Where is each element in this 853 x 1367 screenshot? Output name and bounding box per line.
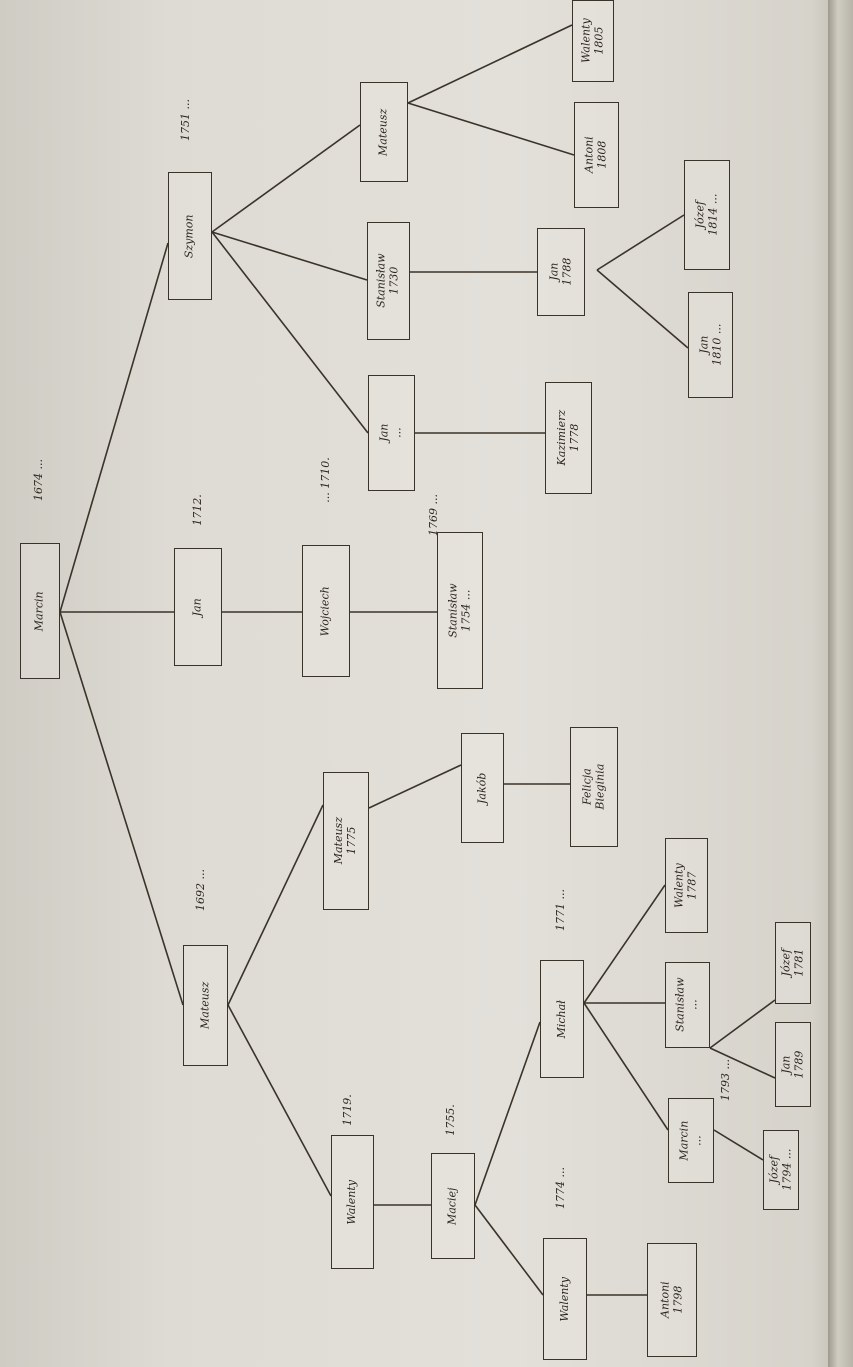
person-mateusz: Mateusz [183, 945, 228, 1066]
person-label: Walenty [557, 1276, 571, 1322]
person-wojciech: Wojciech [302, 545, 350, 677]
person-maciej: Maciej [431, 1153, 475, 1259]
person-jozef-1781: Józef 1781 [775, 922, 811, 1004]
person-label: Kazimierz 1778 [554, 410, 581, 466]
person-label: Maciej [445, 1187, 459, 1225]
person-label: Wojciech [318, 585, 332, 637]
person-label: Stanisław 1754 ... [446, 583, 472, 638]
connector [211, 231, 369, 434]
person-walenty-b: Walenty [543, 1238, 587, 1360]
person-stanislaw-1754: Stanisław 1754 ... [437, 532, 483, 689]
page-edge [828, 0, 853, 1367]
person-label: Antoni 1808 [582, 136, 609, 174]
person-jozef-b: Józef 1794 ... [763, 1130, 799, 1210]
connector [596, 269, 689, 349]
annotation-szymon: 1751 ... [179, 99, 192, 141]
person-jakob: Jakób [461, 733, 504, 843]
annotation-michal: 1771 ... [554, 889, 567, 931]
annotation-walenty-b: 1774 ... [554, 1167, 567, 1209]
person-jan-1712: Jan [174, 548, 222, 666]
person-label: Stanisław ... [673, 977, 700, 1033]
annotation-jan-r: 1769 ... [427, 494, 440, 536]
person-label: Jan 1788 [547, 258, 573, 286]
connector [227, 1004, 332, 1197]
person-jan-r: Jan ... [368, 375, 415, 491]
person-label: Józef 1794 ... [767, 1149, 794, 1191]
annotation-jan-year: 1712. [191, 494, 204, 526]
person-label: Walenty 1805 [579, 18, 605, 64]
person-marcin: Marcin [20, 543, 60, 679]
person-label: Marcin ... [677, 1120, 703, 1161]
connector [407, 102, 575, 156]
connector [407, 24, 573, 104]
person-label: Mateusz [376, 108, 390, 156]
connector [583, 884, 666, 1004]
person-michal: Michał [540, 960, 584, 1078]
annotation-marcin: 1674 ... [32, 459, 45, 501]
connector [713, 1129, 764, 1161]
person-label: Jan [190, 597, 204, 617]
annotation-mateusz: 1692 ... [194, 869, 207, 911]
annotation-wojciech: ... 1710. [319, 457, 332, 503]
connector [368, 764, 462, 809]
annotation-stanislaw-b: 1793 ... [719, 1059, 732, 1101]
connector [227, 804, 324, 1006]
person-label: Józef 1814 ... [693, 194, 719, 236]
annotation-maciej-year: 1755. [444, 1104, 457, 1136]
person-jan-1788: Jan 1788 [537, 228, 585, 316]
person-walenty-1787: Walenty 1787 [665, 838, 708, 933]
person-antoni-1798: Antoni 1798 [647, 1243, 697, 1357]
person-walenty-1719: Walenty [331, 1135, 374, 1269]
person-label: Felicja Bieginia [580, 764, 606, 810]
person-label: Jakób [475, 772, 489, 804]
person-label: Jan ... [377, 423, 404, 443]
person-label: Jan 1810 ... [696, 324, 723, 366]
person-kazimierz-1778: Kazimierz 1778 [545, 382, 592, 494]
connector [211, 231, 368, 281]
person-label: Mateusz 1775 [332, 817, 358, 865]
person-label: Stanisław 1730 [374, 253, 401, 309]
person-jan-1810: Jan 1810 ... [688, 292, 733, 398]
person-mateusz-r: Mateusz [360, 82, 408, 182]
connector [596, 214, 685, 271]
connector [59, 611, 184, 1006]
connector [474, 1204, 544, 1296]
person-antoni-1808: Antoni 1808 [574, 102, 619, 208]
person-szymon: Szymon [168, 172, 212, 300]
person-label: Jan 1789 [779, 1050, 805, 1079]
person-jan-1789: Jan 1789 [775, 1022, 811, 1107]
person-label: Józef 1781 [779, 949, 805, 977]
connector [211, 124, 361, 233]
person-label: Szymon [182, 214, 196, 258]
person-label: Michał [554, 999, 568, 1039]
connector [474, 1021, 541, 1206]
person-label: Mateusz [198, 981, 212, 1030]
person-mateusz-1775: Mateusz 1775 [323, 772, 369, 910]
person-stanislaw-1730: Stanisław 1730 [367, 222, 410, 340]
person-label: Walenty 1787 [672, 863, 699, 908]
person-label: Marcin [32, 591, 46, 631]
annotation-walenty-year: 1719. [341, 1094, 354, 1126]
person-stanislaw-b: Stanisław ... [665, 962, 710, 1048]
person-label: Walenty [345, 1179, 359, 1225]
person-jozef-1814: Józef 1814 ... [684, 160, 730, 270]
connector [59, 242, 169, 613]
person-label: Antoni 1798 [658, 1281, 684, 1319]
connector [709, 999, 776, 1049]
connector [709, 1047, 776, 1079]
person-marcin-b: Marcin ... [668, 1098, 714, 1183]
person-walenty-1805: Walenty 1805 [572, 0, 614, 82]
person-felicja: Felicja Bieginia [570, 727, 618, 847]
connector [583, 1002, 669, 1131]
